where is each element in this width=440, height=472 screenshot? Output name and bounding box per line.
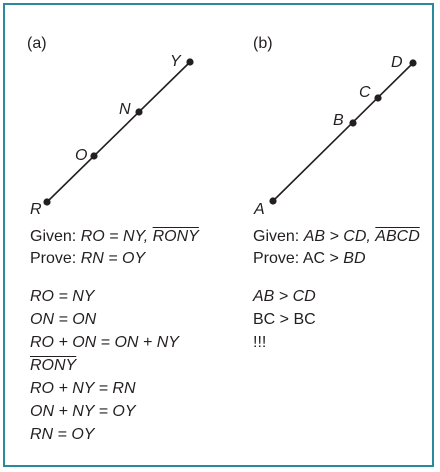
proof-step-5: RO + NY = RN [30, 380, 136, 397]
panel-a-given: Given: RO = NY, RONY [30, 227, 199, 247]
label-r: R [30, 201, 42, 218]
point-y [186, 58, 194, 66]
point-n [135, 108, 143, 116]
label-d: D [391, 54, 403, 71]
prove-label: Prove: [30, 250, 77, 267]
panel-a-tag: (a) [27, 35, 47, 52]
given-label: Given: [30, 228, 77, 245]
label-a: A [253, 201, 265, 218]
given-equation: RO = NY, [80, 228, 149, 245]
given-segment: ABCD [375, 228, 420, 245]
panel-b-tag: (b) [253, 35, 273, 52]
prove-label: Prove: [253, 250, 300, 267]
proof-step-7: RN = OY [30, 426, 95, 443]
point-a [269, 197, 277, 205]
prove-prefix: AC > [302, 250, 344, 267]
segment-abcd [272, 62, 414, 202]
label-c: C [359, 84, 371, 101]
proof-step-1: AB > CD [253, 288, 316, 305]
proof-step-1: RO = NY [30, 288, 95, 305]
prove-equation: RN = OY [80, 250, 146, 267]
prove-equation: BD [343, 250, 366, 267]
point-r [43, 198, 51, 206]
proof-step-2: BC > BC [253, 311, 316, 328]
panel-b-given: Given: AB > CD, ABCD [253, 227, 420, 247]
panel-a-prove: Prove: RN = OY [30, 249, 145, 269]
given-label: Given: [253, 228, 300, 245]
point-o [90, 152, 98, 160]
figure-frame [3, 3, 434, 467]
label-n: N [119, 101, 131, 118]
proof-step-6: ON + NY = OY [30, 403, 136, 420]
panel-b-prove: Prove: AC > BD [253, 249, 366, 269]
given-equation: AB > CD, [303, 228, 371, 245]
point-d [409, 59, 417, 67]
proof-step-2: ON = ON [30, 311, 97, 328]
label-y: Y [170, 53, 182, 70]
label-o: O [75, 147, 87, 164]
proof-step-4: RONY [30, 357, 77, 374]
point-b [349, 119, 357, 127]
point-c [374, 94, 382, 102]
label-b: B [333, 112, 344, 129]
given-segment: RONY [152, 228, 199, 245]
proof-step-3: RO + ON = ON + NY [30, 334, 179, 351]
segment-rony [46, 61, 191, 203]
proof-step-3: !!! [253, 334, 267, 351]
